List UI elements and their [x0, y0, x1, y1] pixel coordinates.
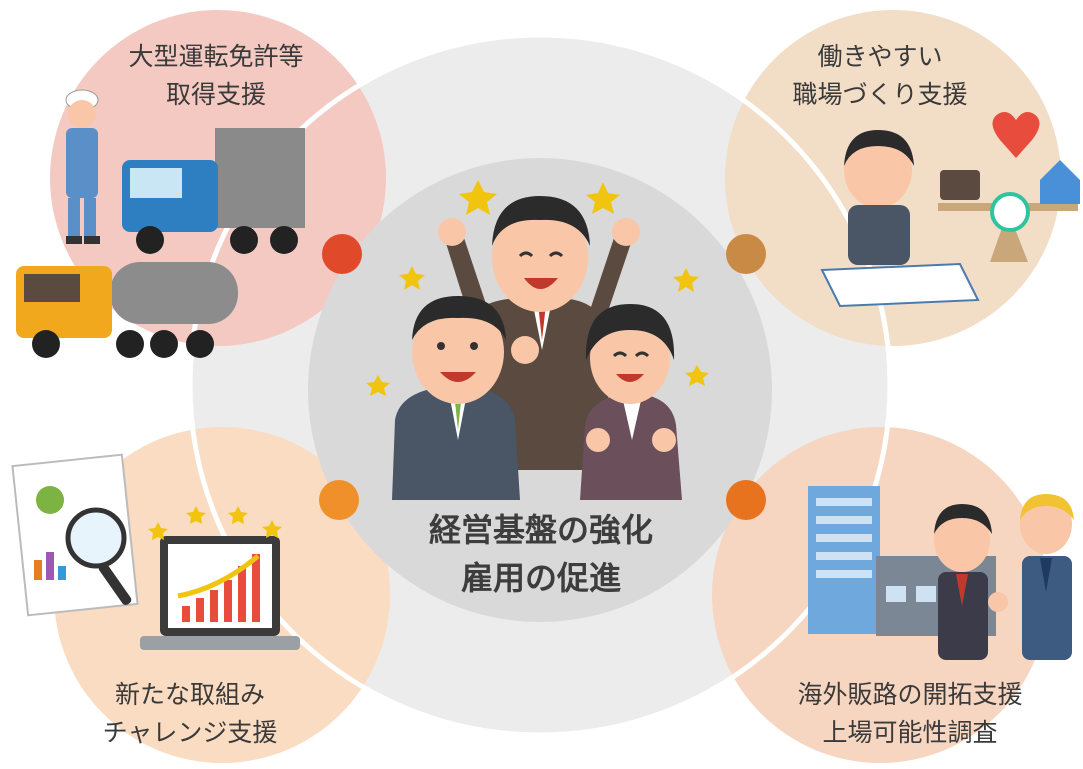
topic-label-bottom-right-line2: 上場可能性調査	[822, 718, 998, 747]
topic-label-top-left-line1: 大型運転免許等	[128, 42, 304, 71]
topic-label-top-right: 働きやすい 職場づくり支援	[760, 38, 1000, 114]
center-label: 経営基盤の強化 雇用の促進	[376, 506, 706, 602]
topic-label-bottom-right: 海外販路の開拓支援 上場可能性調査	[770, 676, 1050, 752]
center-label-line1: 経営基盤の強化	[428, 511, 653, 549]
trucks-illustration	[16, 89, 305, 358]
topic-label-top-right-line2: 職場づくり支援	[792, 80, 968, 109]
topic-label-bottom-left-line1: 新たな取組み	[114, 680, 265, 709]
dot-bottom-right	[726, 480, 766, 520]
cheering-team-illustration	[366, 180, 709, 500]
topic-label-top-left-line2: 取得支援	[165, 80, 266, 109]
ring-separator	[187, 32, 893, 738]
topic-label-top-left: 大型運転免許等 取得支援	[96, 38, 336, 114]
topic-label-top-right-line1: 働きやすい	[817, 42, 943, 71]
business-handshake-illustration	[808, 486, 1074, 660]
dot-top-left	[322, 234, 362, 274]
center-label-line2: 雇用の促進	[460, 559, 621, 597]
growth-chart-illustration	[11, 453, 300, 650]
topic-label-bottom-left: 新たな取組み チャレンジ支援	[70, 676, 310, 752]
dot-bottom-left	[319, 480, 359, 520]
dot-top-right	[726, 234, 766, 274]
work-life-balance-illustration	[820, 112, 1080, 308]
topic-label-bottom-right-line1: 海外販路の開拓支援	[797, 680, 1023, 709]
topic-label-bottom-left-line2: チャレンジ支援	[102, 718, 278, 747]
